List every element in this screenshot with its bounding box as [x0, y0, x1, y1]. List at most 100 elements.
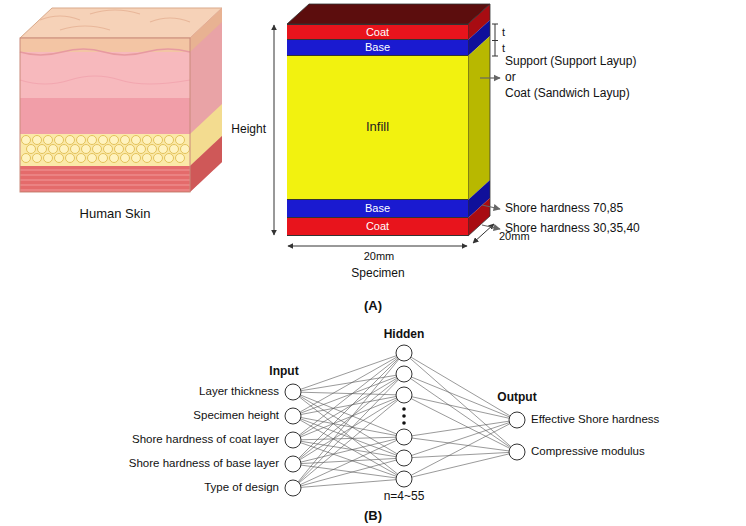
output-label: Effective Shore hardness [529, 412, 661, 427]
neuron-circle [509, 444, 525, 460]
fat-cell [170, 145, 179, 154]
node-text: Shore hardness of base layer [129, 457, 279, 470]
annotation-label: Support (Support Layup) [505, 55, 636, 69]
muscle-fiber [20, 189, 190, 190]
neuron-circle [396, 366, 412, 382]
annotation-label: or [505, 71, 516, 85]
weight-line [293, 437, 404, 440]
fat-cell [137, 145, 146, 154]
muscle-fiber [20, 184, 190, 185]
neuron-circle [396, 450, 412, 466]
fat-cell [71, 145, 80, 154]
weight-line [293, 374, 404, 464]
coat-layer: Coat [287, 218, 468, 236]
node-text: Layer thickness [199, 385, 279, 398]
muscle-fiber [20, 174, 190, 175]
panel-label: (A) [364, 299, 382, 314]
weight-line [293, 374, 404, 392]
fat-cell [154, 154, 163, 163]
node-text: Effective Shore hardness [531, 413, 659, 426]
fat-cell [22, 154, 31, 163]
annotation-label: Shore hardness 70,85 [505, 202, 623, 216]
weight-line [293, 395, 404, 488]
fat-cell [126, 145, 135, 154]
neuron-circle [285, 384, 301, 400]
node-text: Coat [366, 220, 389, 233]
node-text: Compressive modulus [531, 445, 645, 458]
ellipsis-dot [402, 407, 406, 411]
weight-line [404, 452, 517, 479]
node-text: Base [365, 41, 390, 54]
weight-line [404, 420, 517, 458]
fat-cell [110, 154, 119, 163]
dimension-lines [274, 24, 498, 246]
annotation-label: t [502, 26, 505, 39]
fat-cell [148, 145, 157, 154]
weight-line [404, 420, 517, 479]
input-label: Shore hardness of coat layer [130, 432, 281, 447]
node-text: Infill [366, 120, 389, 135]
fat-cell [121, 154, 130, 163]
fat-cell [27, 145, 36, 154]
muscle-fiber [20, 169, 190, 170]
fat-cell [77, 154, 86, 163]
fat-cell [99, 154, 108, 163]
muscle-fiber [20, 179, 190, 180]
neuron-circle [396, 387, 412, 403]
fat-cell [44, 154, 53, 163]
annotation-label: Hidden [384, 328, 425, 342]
infill-layer: Infill [287, 56, 468, 200]
weight-line [293, 416, 404, 458]
fat-cell [110, 136, 119, 145]
base-layer: Base [287, 200, 468, 218]
fat-cell [176, 154, 185, 163]
fat-cell [38, 145, 47, 154]
annotation-label: 20mm [363, 250, 396, 263]
fat-cell [121, 136, 130, 145]
weight-line [404, 452, 517, 458]
weight-line [293, 437, 404, 488]
node-text: Specimen height [193, 409, 279, 422]
neuron-circle [285, 456, 301, 472]
fat-cell [33, 136, 42, 145]
weight-line [293, 395, 404, 440]
weight-line [293, 395, 404, 464]
input-label: Shore hardness of base layer [127, 456, 281, 471]
network-graphic [285, 345, 525, 496]
fat-cell [93, 145, 102, 154]
neuron-circle [396, 471, 412, 487]
weight-line [293, 437, 404, 464]
node-text: Base [365, 202, 390, 215]
node-text: Type of design [204, 481, 279, 494]
input-label: Layer thickness [197, 384, 281, 399]
annotation-label: n=4~55 [384, 490, 425, 504]
input-label: Specimen height [191, 408, 281, 423]
weight-line [293, 374, 404, 416]
annotation-label: Shore hardness 30,35,40 [505, 222, 640, 236]
weight-line [293, 458, 404, 488]
weight-line [293, 353, 404, 488]
fat-cell [104, 145, 113, 154]
weight-line [293, 440, 404, 458]
weight-line [293, 353, 404, 392]
fat-cell [165, 136, 174, 145]
ellipsis-dot [402, 414, 406, 418]
weight-line [293, 374, 404, 488]
weight-line [293, 353, 404, 440]
weight-line [293, 392, 404, 395]
neuron-circle [285, 480, 301, 496]
fat-cell [88, 154, 97, 163]
fat-cell [49, 145, 58, 154]
annotation-label: Coat (Sandwich Layup) [505, 87, 630, 101]
skin-illustration [20, 8, 222, 192]
fat-cell [66, 154, 75, 163]
annotation-label: Output [497, 391, 536, 405]
annotation-label: Input [269, 365, 298, 379]
fat-cell [88, 136, 97, 145]
weight-line [293, 353, 404, 416]
neuron-circle [285, 432, 301, 448]
fat-cell [66, 136, 75, 145]
ellipsis-dot [402, 421, 406, 425]
annotation-label: Specimen [351, 267, 404, 281]
